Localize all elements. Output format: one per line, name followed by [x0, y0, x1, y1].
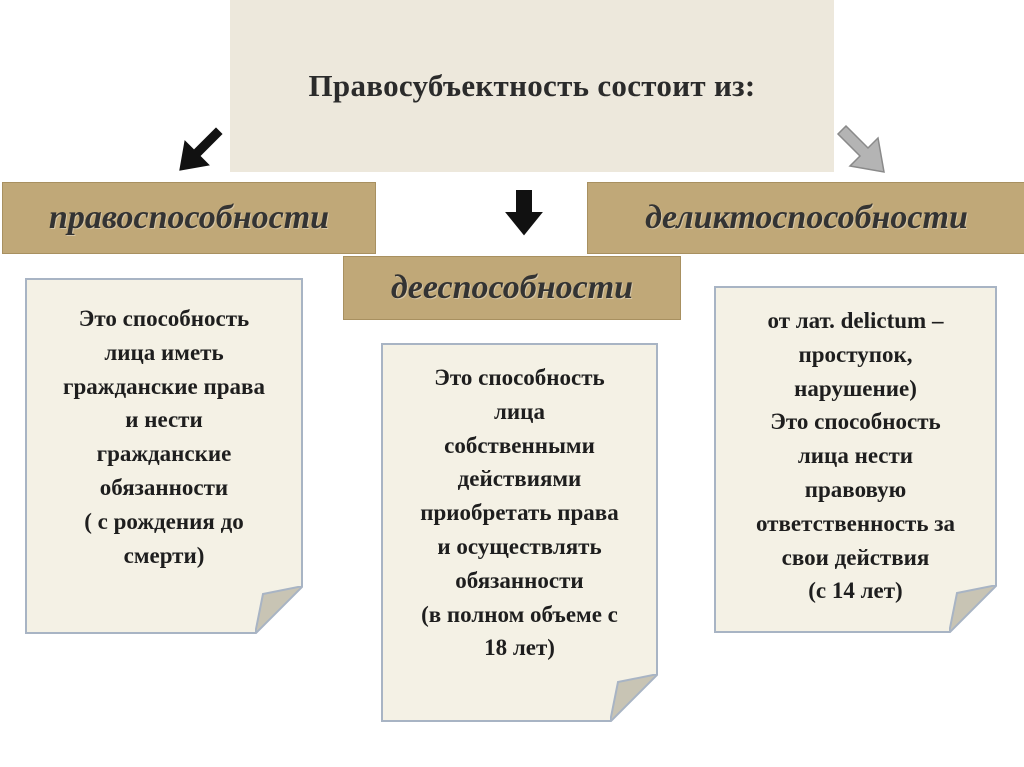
bar-legal-capacity-label: правоспособности: [48, 199, 330, 236]
title-box: Правосубъектность состоит из:: [230, 0, 834, 172]
arrow-down-icon: [500, 188, 548, 239]
note-active-capacity-text: Это способность лица собственными действ…: [420, 365, 619, 661]
bar-active-capacity: дееспособности: [341, 254, 683, 322]
note-active-capacity: Это способность лица собственными действ…: [381, 343, 658, 722]
folded-corner-icon: [949, 585, 997, 633]
note-tort-capacity-text: от лат. delictum – проступок, нарушение)…: [755, 308, 955, 604]
bar-active-capacity-label: дееспособности: [390, 269, 634, 306]
note-legal-capacity-text: Это способность лица иметь гражданские п…: [63, 306, 265, 568]
note-legal-capacity: Это способность лица иметь гражданские п…: [25, 278, 303, 634]
diagram-title: Правосубъектность состоит из:: [308, 68, 756, 103]
folded-corner-icon: [255, 586, 303, 634]
bar-tort-capacity: деликтоспособности: [585, 180, 1024, 256]
arrow-down-left-icon: [176, 124, 226, 174]
note-tort-capacity: от лат. delictum – проступок, нарушение)…: [714, 286, 997, 633]
bar-legal-capacity: правоспособности: [0, 180, 378, 256]
folded-corner-icon: [610, 674, 658, 722]
bar-tort-capacity-label: деликтоспособности: [645, 199, 968, 236]
arrow-down-right-icon: [836, 124, 885, 173]
